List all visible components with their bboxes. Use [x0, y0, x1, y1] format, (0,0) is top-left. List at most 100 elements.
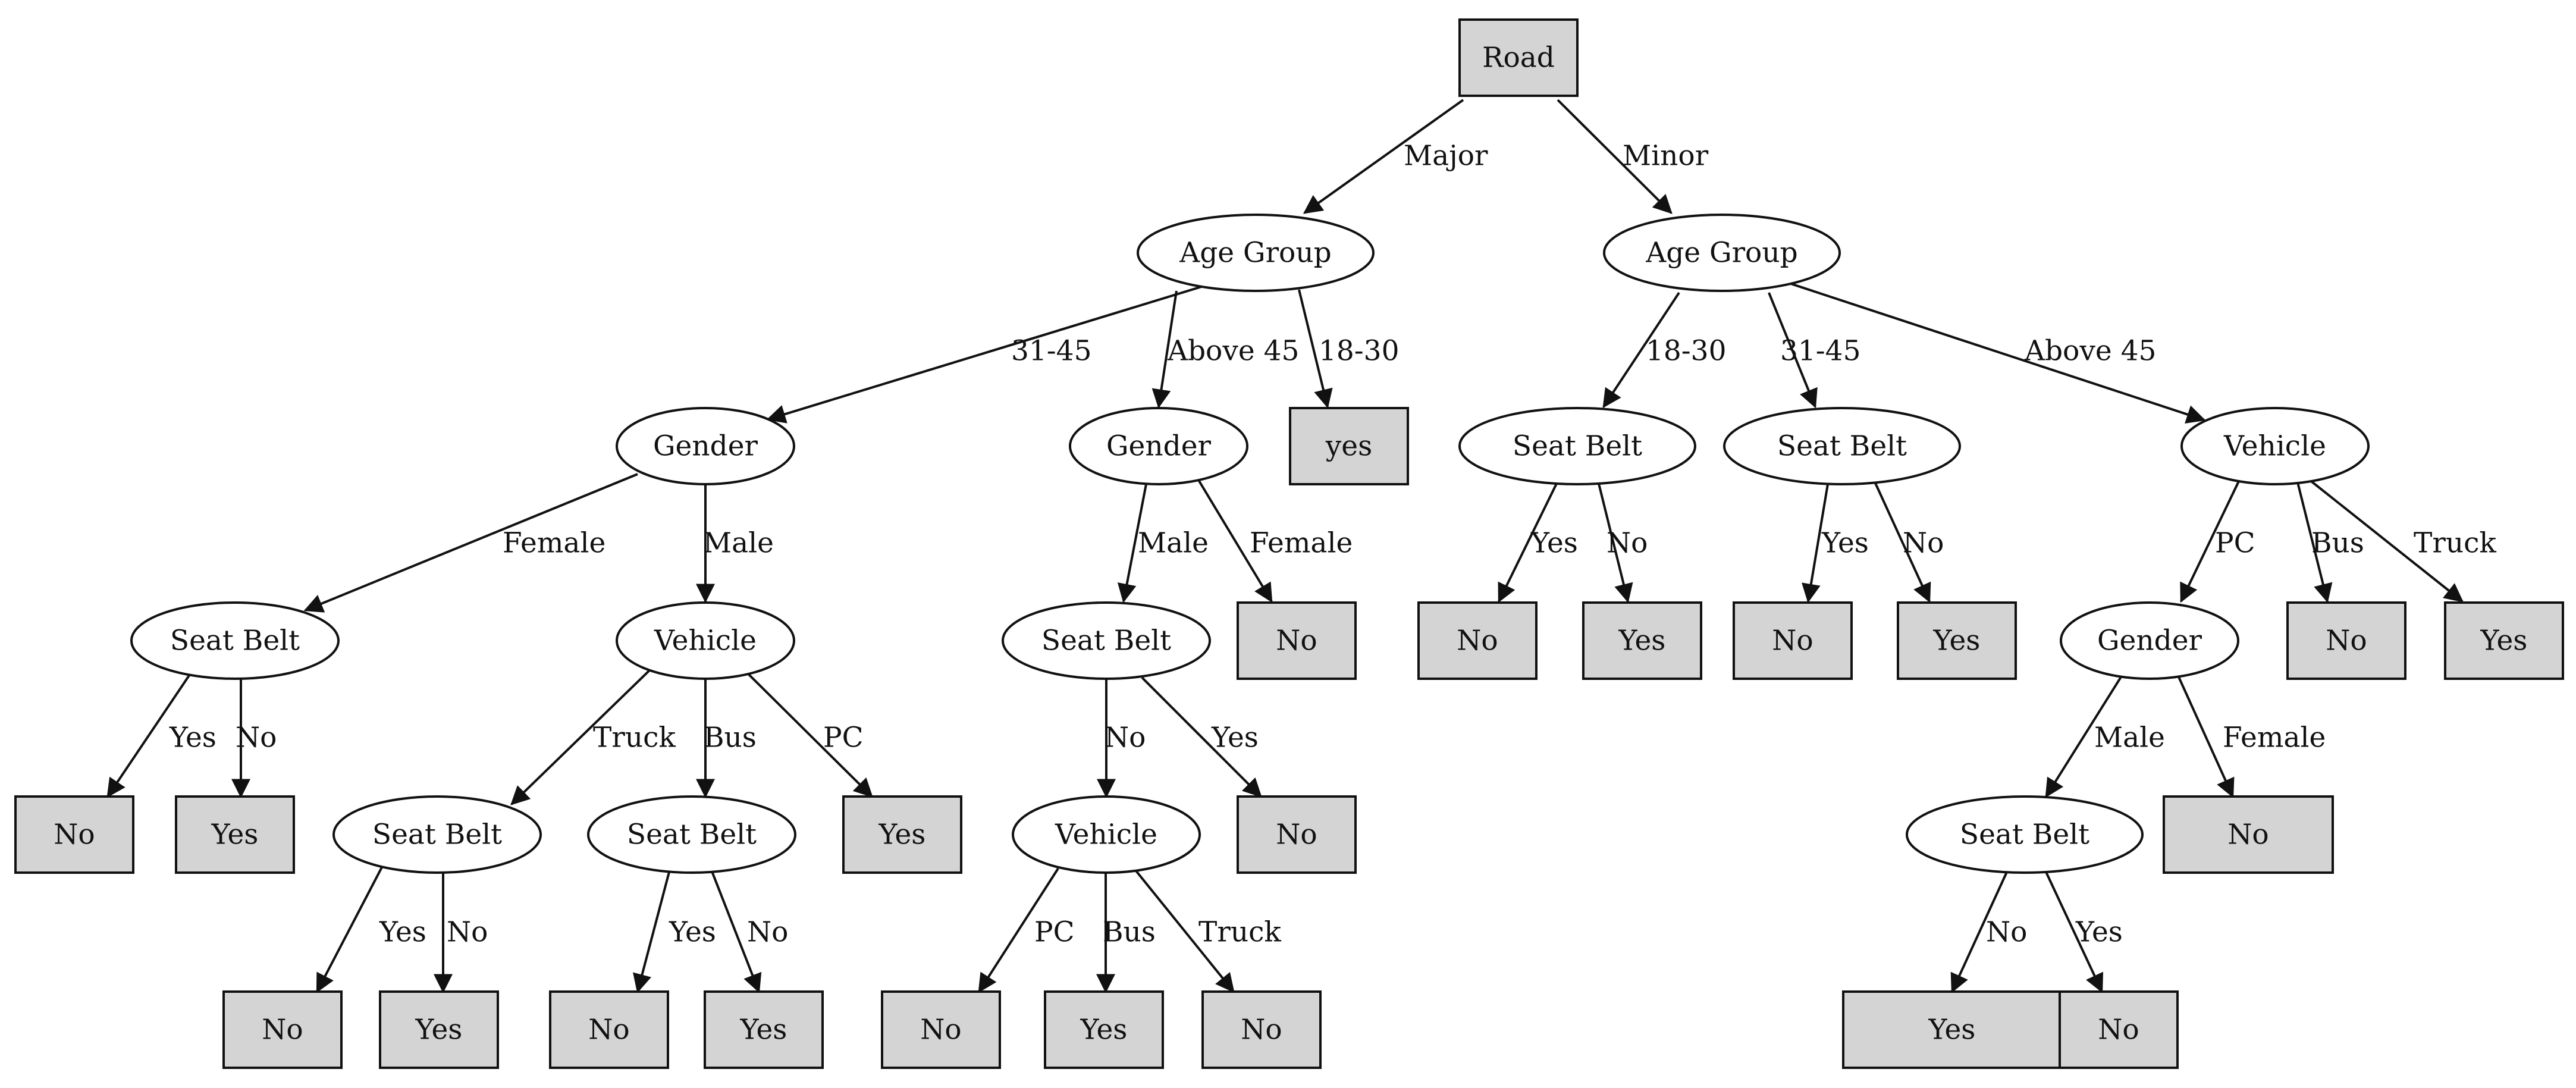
edge-arrow	[2045, 871, 2104, 993]
edge-n26-n35: Bus	[1096, 873, 1156, 993]
edge-n8-n16: Yes	[1802, 484, 1869, 603]
leaf-box	[1237, 601, 1357, 680]
decision-ellipse	[130, 601, 340, 680]
edge-label: No	[236, 722, 277, 754]
leaf-box	[1289, 407, 1409, 485]
edge-arrow	[2177, 676, 2235, 798]
edge-n3-n7: 18-30	[1602, 291, 1727, 409]
edge-n12-n27: Yes	[1141, 676, 1262, 798]
edge-arrow	[633, 871, 670, 993]
decision-ellipse	[1002, 601, 1211, 680]
node-label: Seat Belt	[1041, 625, 1171, 657]
edge-label: Yes	[1821, 527, 1869, 560]
decision-node-n11: Vehicle	[616, 601, 795, 680]
edge-n7-n15: No	[1598, 483, 1648, 603]
edge-arrow	[510, 667, 652, 805]
edge-arrow	[1303, 99, 1464, 214]
leaf-node-n32: No	[549, 990, 669, 1069]
edge-label: Bus	[1103, 916, 1156, 949]
edge-n2-n6: 18-30	[1298, 289, 1400, 409]
edge-arrow	[1602, 291, 1680, 409]
node-label: Vehicle	[654, 625, 757, 657]
decision-node-n23: Seat Belt	[332, 795, 542, 874]
decision-node-n18: Gender	[2060, 601, 2239, 680]
leaf-node-n13: No	[1237, 601, 1357, 680]
edge-label: Male	[2094, 722, 2165, 754]
edge-arrow	[1768, 292, 1818, 409]
edge-label: 18-30	[1319, 335, 1400, 368]
edge-label: Male	[703, 527, 774, 560]
leaf-node-n17: Yes	[1897, 601, 2017, 680]
edge-arrow	[711, 871, 762, 993]
edge-n4-n11: Male	[696, 484, 774, 603]
edge-arrow	[2308, 478, 2464, 603]
node-label: Age Group	[1179, 237, 1331, 269]
node-label: Yes	[1928, 1014, 1976, 1046]
decision-ellipse	[2060, 601, 2239, 680]
edge-n5-n13: Female	[1190, 467, 1353, 603]
edge-arrow	[1117, 484, 1147, 603]
leaf-box	[175, 795, 295, 874]
edge-label: Male	[1138, 527, 1209, 560]
edge-n8-n17: No	[1874, 481, 1944, 603]
edge-n23-n30: Yes	[316, 866, 426, 993]
edge-n5-n12: Male	[1117, 484, 1209, 603]
node-label: No	[54, 819, 95, 851]
edge-n3-n9: Above 45	[1790, 283, 2206, 424]
node-label: Yes	[740, 1014, 787, 1046]
edge-label: Yes	[669, 916, 716, 949]
edge-n18-n28: Male	[2045, 676, 2165, 798]
edge-label: Yes	[379, 916, 426, 949]
decision-node-n28: Seat Belt	[1906, 795, 2144, 874]
node-label: Gender	[653, 430, 758, 463]
node-label: Yes	[1933, 625, 1981, 657]
node-label: Yes	[415, 1014, 463, 1046]
node-label: Gender	[2097, 625, 2202, 657]
edge-label: PC	[2215, 527, 2255, 560]
leaf-node-n37: Yes	[1842, 990, 2062, 1069]
node-label: No	[1276, 819, 1317, 851]
edge-arrow	[1190, 467, 1273, 603]
leaf-box	[1842, 990, 2062, 1069]
edge-arrow	[1802, 484, 1829, 603]
node-label: Yes	[1618, 625, 1666, 657]
leaf-node-n35: Yes	[1044, 990, 1164, 1069]
edge-n4-n10: Female	[303, 473, 638, 613]
edge-label: Above 45	[2024, 335, 2156, 368]
decision-ellipse	[616, 407, 795, 485]
node-label: No	[920, 1014, 961, 1046]
edge-arrow	[1950, 871, 2008, 993]
decision-node-n7: Seat Belt	[1458, 407, 1696, 485]
leaf-node-n19: No	[2286, 601, 2406, 680]
node-label: Yes	[2480, 625, 2528, 657]
edge-n11-n24: Bus	[696, 679, 757, 798]
leaf-box	[379, 990, 499, 1069]
decision-ellipse	[616, 601, 795, 680]
decision-ellipse	[1603, 214, 1841, 292]
edge-arrow	[303, 473, 638, 613]
edge-label: No	[1986, 916, 2027, 949]
leaf-box	[1582, 601, 1702, 680]
leaf-node-n22: Yes	[175, 795, 295, 874]
edge-arrow	[1135, 870, 1235, 993]
edge-arrow	[978, 867, 1059, 993]
edge-n26-n36: Truck	[1135, 870, 1281, 993]
edge-label: Bus	[2311, 527, 2364, 560]
node-label: No	[262, 1014, 303, 1046]
edge-arrow	[1598, 483, 1633, 603]
edge-n9-n19: Bus	[2296, 482, 2364, 603]
decision-ellipse	[2180, 407, 2370, 485]
edge-arrow	[316, 866, 384, 993]
leaf-box	[2286, 601, 2406, 680]
decision-ellipse	[1069, 407, 1248, 485]
decision-ellipse	[1723, 407, 1961, 485]
node-label: No	[1457, 625, 1498, 657]
leaf-node-n38: No	[2059, 990, 2179, 1069]
leaf-node-n30: No	[222, 990, 343, 1069]
node-label: Road	[1482, 42, 1555, 74]
edge-label: Major	[1404, 140, 1488, 173]
edge-arrow	[2180, 479, 2241, 603]
edge-n1-n2: Major	[1303, 99, 1488, 214]
edge-arrow	[1151, 290, 1178, 409]
